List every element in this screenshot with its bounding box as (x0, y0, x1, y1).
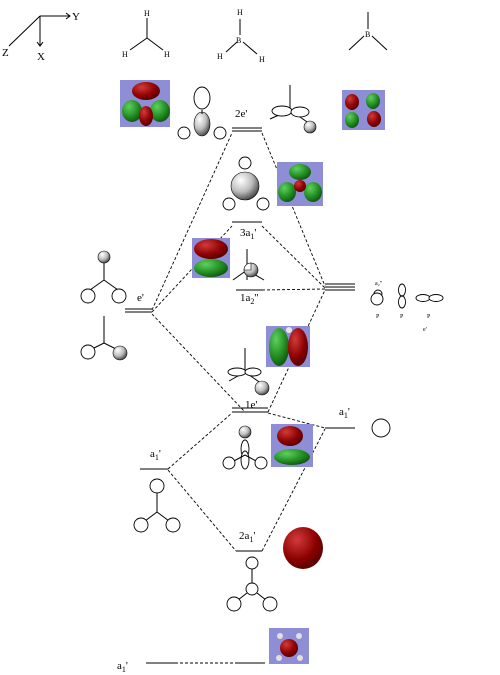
sketch-2a1-upper (222, 425, 268, 470)
axis-x-label: X (37, 51, 45, 63)
level-labels: 2e' 3a1' 1a2'' 1e' 2a1' e' a1' a1' a1' (117, 108, 350, 674)
p-legend-e: e' (423, 327, 427, 333)
py-orbital-right-icon (428, 294, 444, 302)
bh3-h-right: H (259, 55, 265, 64)
label-1e: 1e' (245, 399, 257, 411)
orbital-image-2e-right (342, 90, 385, 130)
ch3-h-right: H (164, 50, 170, 59)
p-legend-a2: a₂'' (375, 281, 382, 287)
bh3-b-center: B (236, 36, 241, 45)
axis-z-label: Z (2, 47, 9, 59)
correlation-lines (150, 132, 326, 664)
sketch-2a1-lower (226, 556, 278, 612)
bh3-h-top: H (237, 8, 243, 17)
sketch-1a2 (232, 249, 265, 281)
py-orbital-left-icon (415, 294, 431, 302)
sketch-3a1 (222, 156, 270, 211)
p-legend-pz: P (376, 314, 380, 320)
label-left-e: e' (137, 292, 144, 304)
label-bottom-a1: a1' (117, 660, 128, 674)
energy-levels (125, 127, 355, 664)
orbital-image-bottom (269, 628, 309, 664)
b-fragment: B (348, 12, 388, 51)
p-legend-px: P (400, 314, 404, 320)
b-fragment-center: B (365, 30, 370, 39)
label-2a1: 2a1' (239, 530, 255, 544)
ch3-molecule: H H H (122, 9, 170, 59)
orbital-image-3a1 (277, 162, 323, 206)
orbital-image-2a1-upper (271, 424, 313, 467)
orbital-image-1a2 (192, 238, 230, 278)
ch3-h-left: H (122, 50, 128, 59)
sketch-left-e-lower (80, 316, 128, 361)
sketch-2e-right (269, 85, 317, 134)
px-orbital-bottom-icon (398, 295, 406, 309)
axis-system: Y Z X (2, 11, 80, 63)
label-right-a1: a1' (339, 406, 350, 420)
ch3-h-top: H (144, 9, 150, 18)
p-legend-py: P (427, 314, 431, 320)
orbital-image-1e (266, 326, 310, 367)
px-orbital-top-icon (398, 283, 406, 297)
bh3-molecule: H B H H (217, 8, 265, 64)
sketch-2e-left (177, 86, 227, 140)
label-2e: 2e' (235, 108, 247, 120)
label-left-a1: a1' (150, 448, 161, 462)
sketch-left-a1 (133, 478, 181, 533)
orbital-image-2e-left (120, 80, 170, 127)
orbital-image-2a1-lower (283, 527, 323, 569)
label-1a2: 1a2'' (240, 292, 258, 306)
axis-y-label: Y (72, 11, 80, 23)
sketch-right-a1 (371, 418, 391, 438)
bh3-h-left: H (217, 52, 223, 61)
pz-orbital-icon (370, 292, 384, 306)
p-orbital-legend: a₂'' P P P e' (370, 281, 444, 333)
sketch-1e (227, 348, 270, 396)
sketch-left-e-upper (80, 250, 127, 304)
label-3a1: 3a1' (240, 227, 256, 241)
